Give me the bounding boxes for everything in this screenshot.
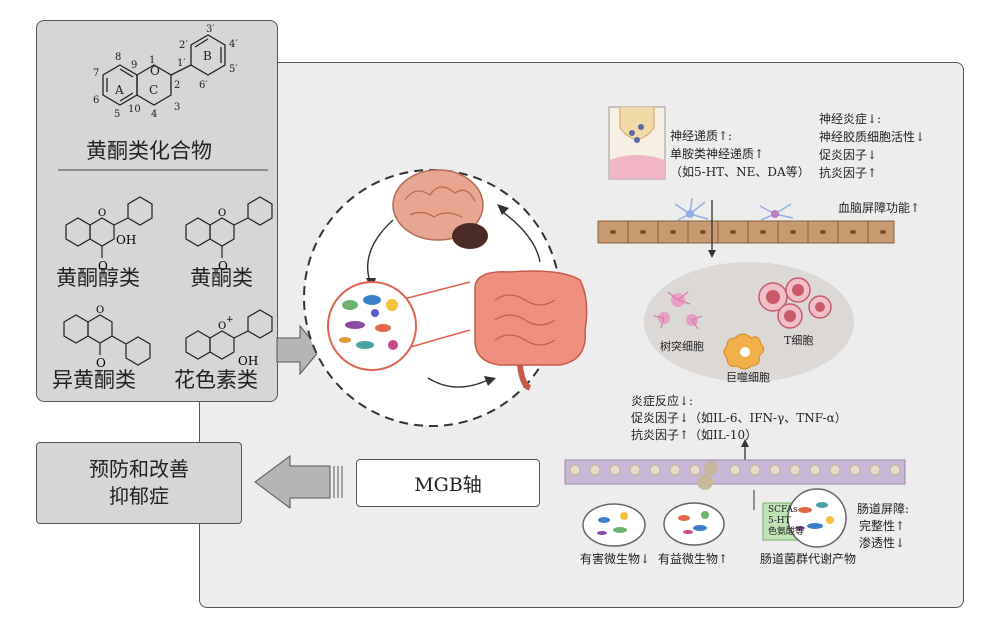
gut-to-brain-arrow — [499, 209, 541, 263]
class-label-flavonol: 黄酮醇类 — [56, 266, 140, 290]
prevent-depression-line2: 抑郁症 — [109, 484, 169, 508]
metabolite-tag-line3: 色氨酸等 — [768, 527, 805, 537]
gut-barrier-line1: 肠道屏障: — [857, 502, 910, 516]
prevent-depression-box: 预防和改善 抑郁症 — [36, 442, 242, 524]
neuroinflammation-line4: 抗炎因子↑ — [819, 166, 878, 180]
t-cells-icon — [758, 277, 832, 329]
isoflavone-structure — [63, 314, 151, 366]
anthocyanidin-structure — [185, 309, 273, 360]
atom-number: 6 — [93, 95, 99, 106]
inflammation-line1: 炎症反应↓: — [631, 394, 694, 408]
atom-number: 1 — [149, 55, 155, 66]
microbes-to-gut-arrow — [427, 377, 489, 388]
ring-label-c: C — [149, 83, 158, 97]
beneficial-microbes-dish — [663, 502, 725, 546]
class-label-anthocyanidin: 花色素类 — [174, 368, 258, 392]
ring-label-b: B — [203, 49, 212, 63]
neuroinflammation-line1: 神经炎症↓: — [819, 112, 882, 126]
anthocyanidin-charge: + — [226, 315, 234, 325]
gut-barrier-line2: 完整性↑ — [859, 519, 906, 533]
neurotransmitter-line1: 神经递质↑: — [670, 129, 733, 143]
flavonoid-structures-panel — [36, 20, 278, 402]
mgb-axis-box: MGB轴 — [356, 459, 540, 507]
flavone-structure — [185, 196, 273, 258]
harmful-microbes-label: 有害微生物↓ — [580, 552, 651, 566]
inflammation-line2: 促炎因子↓（如IL-6、IFN-γ、TNF-α） — [631, 411, 847, 425]
atom-number: 9 — [131, 60, 137, 71]
atom-number: 2′ — [179, 40, 188, 51]
atom-number: 4′ — [229, 39, 238, 50]
neurotransmitter-line3: （如5-HT、NE、DA等） — [670, 165, 810, 179]
ring-label-a: A — [114, 83, 124, 97]
macrophage-icon — [723, 333, 765, 370]
gut-barrier-line3: 渗透性↓ — [859, 536, 906, 550]
flavonoid-structures-drawing: 1 2 3 4 5 6 7 8 9 10 1′ 2′ 3′ 4′ 5′ 6′ O… — [58, 24, 273, 370]
t-cell-label: T细胞 — [784, 334, 814, 347]
isoflavone-oxygen: O — [96, 305, 104, 316]
atom-number: 5′ — [229, 64, 238, 75]
isoflavone-carbonyl: O — [96, 356, 106, 370]
ring-c-shape — [136, 64, 172, 106]
inflammation-line3: 抗炎因子↑（如IL-10） — [631, 428, 758, 442]
blood-brain-barrier — [597, 197, 895, 244]
atom-number: 7 — [93, 68, 99, 79]
flavonol-structure — [65, 196, 153, 258]
flavonoid-to-axis-arrow — [276, 324, 321, 376]
anthocyanidin-oh: OH — [238, 354, 258, 368]
macrophage-label: 巨噬细胞 — [726, 371, 770, 384]
prevent-depression-line1: 预防和改善 — [89, 457, 189, 481]
atom-number: 3 — [174, 102, 180, 113]
anthocyanidin-oxygen: O — [218, 321, 226, 332]
class-label-isoflavone: 异黄酮类 — [52, 368, 136, 392]
brain-to-gut-arrow — [366, 219, 394, 283]
atom-number: 4 — [151, 109, 157, 120]
atom-number: 8 — [115, 52, 121, 63]
neuroinflammation-line2: 神经胶质细胞活性↓ — [819, 130, 926, 144]
bacteria-cluster — [339, 295, 398, 350]
dendritic-cell-label: 树突细胞 — [660, 340, 704, 353]
mgb-to-prevention-arrow — [254, 455, 331, 509]
flavonoid-title: 黄酮类化合物 — [86, 139, 212, 163]
bbb-function-label: 血脑屏障功能↑ — [838, 201, 921, 215]
atom-number: 1′ — [177, 58, 186, 69]
metabolite-tag-line2: 5-HT — [768, 516, 791, 526]
flavone-oxygen: O — [218, 208, 226, 219]
atom-number: 3′ — [206, 24, 215, 35]
atom-number: 6′ — [199, 80, 208, 91]
atom-number: 2 — [174, 80, 180, 91]
gut-metabolites-dish — [787, 488, 847, 548]
class-label-flavone: 黄酮类 — [190, 266, 253, 290]
dendritic-cells-icon — [653, 291, 703, 330]
neuroinflammation-line3: 促炎因子↓ — [819, 148, 878, 162]
beneficial-microbes-label: 有益微生物↑ — [658, 552, 729, 566]
gut-metabolites-label: 肠道菌群代谢产物 — [760, 552, 857, 566]
intestine-icon — [474, 270, 588, 391]
harmful-microbes-dish — [582, 503, 646, 547]
intestinal-barrier — [564, 459, 906, 490]
atom-number: 10 — [128, 104, 141, 115]
neurotransmitter-line2: 单胺类神经递质↑ — [670, 147, 765, 161]
ring-b-shape — [190, 34, 226, 76]
flavone-carbonyl: O — [218, 259, 228, 273]
flavonol-oh: OH — [116, 233, 136, 247]
flavonol-oxygen: O — [98, 208, 106, 219]
ring-oxygen: O — [150, 64, 160, 78]
mgb-axis-label: MGB轴 — [414, 473, 482, 496]
metabolite-tag-line1: SCFAs — [768, 505, 798, 515]
flavonol-carbonyl: O — [98, 259, 108, 273]
brain-icon — [392, 169, 488, 249]
atom-number: 5 — [114, 109, 120, 120]
